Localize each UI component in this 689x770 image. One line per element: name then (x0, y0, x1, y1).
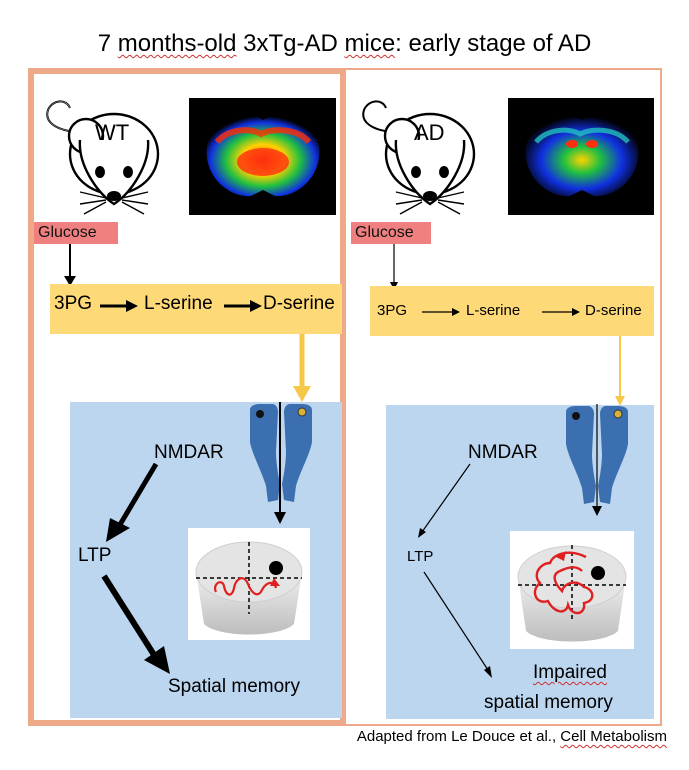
ad-mouse-icon (362, 100, 476, 215)
ad-brain-scan (508, 98, 654, 215)
wt-glucose-arrow (64, 244, 76, 286)
ad-nmdar-receptor-icon (566, 406, 628, 504)
wt-nmdar-label: NMDAR (154, 442, 224, 463)
wt-ltp-label: LTP (78, 545, 112, 566)
ad-ltp-label: LTP (407, 548, 434, 565)
ad-lserine-label: L-serine (466, 302, 521, 319)
wt-3pg-label: 3PG (54, 293, 93, 314)
ad-outcome-line1: Impaired (520, 662, 620, 684)
wt-pathway-arrow-2 (224, 300, 262, 312)
ad-pathway-box (370, 286, 654, 336)
ad-ltp-memory-arrow (423, 571, 492, 678)
ad-panel-frame (346, 68, 662, 726)
wt-outcome-label: Spatial memory (168, 676, 300, 697)
ad-mouse-label: AD (414, 120, 445, 145)
ad-dserine-arrow (615, 336, 625, 406)
wt-brain-scan (189, 98, 336, 215)
ad-water-maze-image (510, 531, 634, 649)
ad-outcome-line2: spatial memory (484, 692, 613, 713)
ad-outcome-impaired: Impaired (533, 662, 607, 683)
wt-mouse-icon (46, 100, 160, 215)
wt-mouse-label: WT (95, 120, 130, 145)
credit-journal: Cell Metabolism (560, 728, 667, 745)
wt-ion-flow-arrow (274, 402, 286, 524)
source-credit: Adapted from Le Douce et al., Cell Metab… (357, 728, 667, 745)
wt-panel-frame (28, 68, 346, 726)
wt-ltp-memory-arrow (101, 574, 170, 674)
wt-dserine-label: D-serine (263, 293, 335, 314)
title-text: 7 months-old 3xTg-AD mice: early stage o… (97, 30, 592, 57)
wt-pathway-arrow-1 (100, 300, 138, 312)
credit-prefix: Adapted from Le Douce et al., (356, 728, 561, 745)
wt-glucose-box: Glucose (34, 222, 118, 244)
wt-dserine-arrow (293, 334, 311, 402)
wt-nmdar-receptor-icon (250, 404, 312, 502)
ad-water-maze-drawing (517, 545, 627, 642)
wt-brain-image (206, 115, 320, 197)
ad-dserine-label: D-serine (585, 302, 642, 319)
ad-glucose-arrow (390, 244, 398, 290)
wt-nmdar-ltp-arrow (106, 462, 159, 542)
ad-brain-image (525, 115, 639, 197)
wt-pathway-box (50, 284, 342, 334)
ad-glucose-box: Glucose (351, 222, 431, 244)
wt-water-maze-image (188, 528, 310, 640)
ad-ion-flow-arrow (592, 404, 602, 516)
wt-water-maze-drawing (195, 541, 303, 635)
wt-lserine-label: L-serine (144, 293, 213, 314)
ad-pathway-arrow-2 (542, 308, 580, 316)
ad-3pg-label: 3PG (377, 302, 408, 319)
ad-nmdar-ltp-arrow (418, 463, 471, 538)
figure-title: 7 months-old 3xTg-AD mice: early stage o… (0, 30, 689, 58)
ad-nmdar-label: NMDAR (468, 442, 538, 463)
ad-pathway-arrow-1 (422, 308, 460, 316)
